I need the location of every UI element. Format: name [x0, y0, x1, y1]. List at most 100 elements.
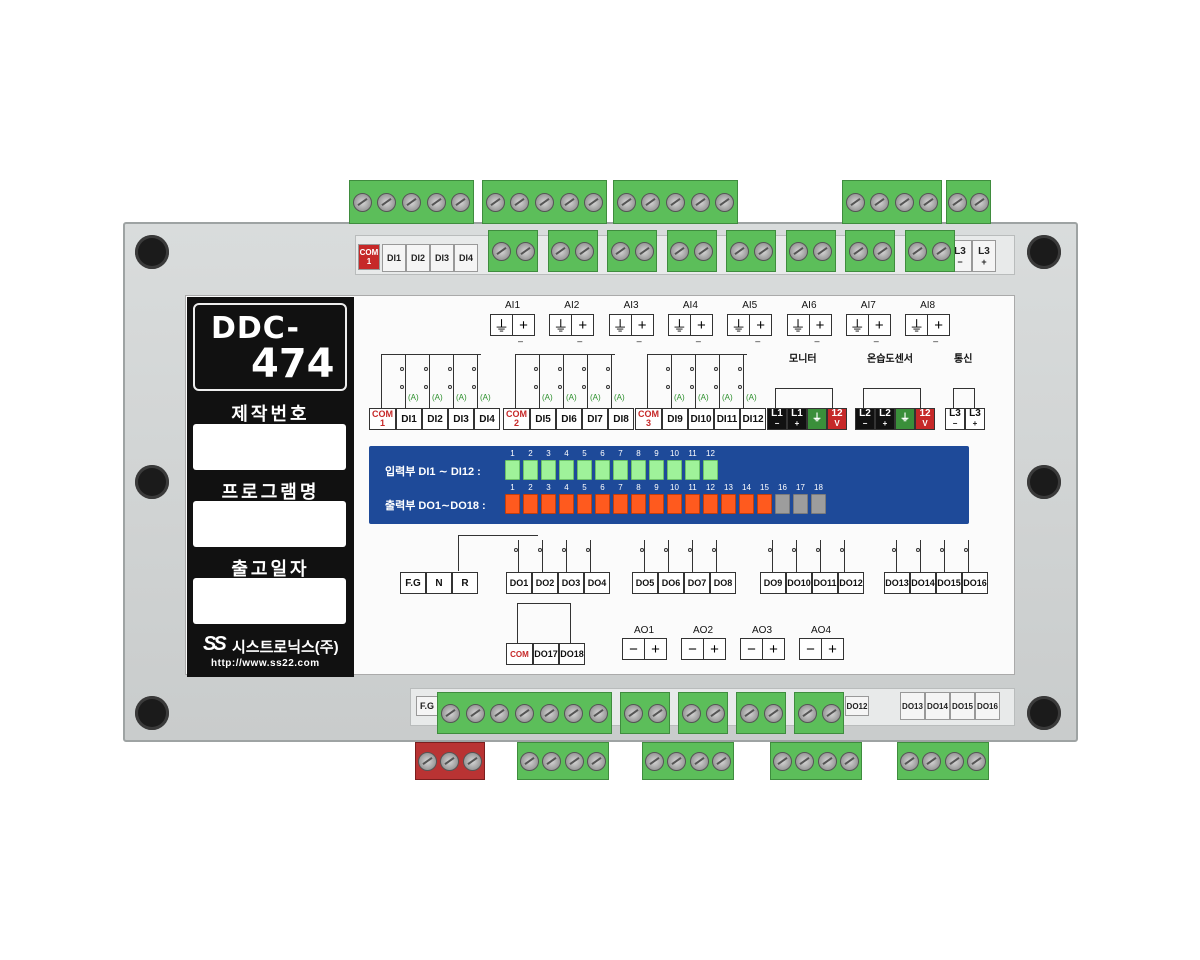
terminal-plug[interactable]: [845, 230, 895, 272]
do-terminal[interactable]: DO7: [684, 572, 710, 594]
screw-icon: [944, 751, 964, 771]
terminal-plug[interactable]: [349, 180, 474, 224]
di-terminal[interactable]: DI5: [530, 408, 556, 430]
terminal-plug[interactable]: [607, 230, 657, 272]
di-terminal[interactable]: DI2: [422, 408, 448, 430]
terminal-plug[interactable]: [736, 692, 786, 734]
do-terminal[interactable]: DO9: [760, 572, 786, 594]
switch-icon: [400, 367, 404, 371]
di-terminal[interactable]: DI4: [474, 408, 500, 430]
power-terminal-cell[interactable]: N: [426, 572, 452, 594]
di-terminal[interactable]: DI12: [740, 408, 766, 430]
bottom-do-label: DO15: [950, 692, 975, 720]
di-terminal[interactable]: DI7: [582, 408, 608, 430]
terminal-plug[interactable]: [770, 742, 862, 780]
power-plug[interactable]: [415, 742, 485, 780]
aux-terminal[interactable]: L3+: [965, 408, 985, 430]
do-terminal[interactable]: DO11: [812, 572, 838, 594]
ai-terminal[interactable]: ⏚+: [490, 314, 535, 336]
terminal-plug[interactable]: [946, 180, 991, 224]
screw-icon: [665, 192, 685, 212]
screw-icon: [440, 703, 460, 723]
ao-terminal[interactable]: −+: [622, 638, 667, 660]
do-terminal[interactable]: DO10: [786, 572, 812, 594]
di-terminal[interactable]: DI3: [448, 408, 474, 430]
terminal-plug[interactable]: [437, 692, 612, 734]
terminal-plug[interactable]: [547, 230, 598, 272]
do-terminal[interactable]: DO2: [532, 572, 558, 594]
do-terminal[interactable]: DO14: [910, 572, 936, 594]
ai-terminal[interactable]: ⏚+: [905, 314, 951, 336]
aux-terminal[interactable]: L1+: [787, 408, 807, 430]
aux-terminal[interactable]: L3−: [945, 408, 965, 430]
di-terminal[interactable]: DI10: [688, 408, 714, 430]
do-terminal[interactable]: DO16: [962, 572, 988, 594]
input-led-indicator: [541, 460, 556, 480]
aux-wire: [953, 388, 975, 408]
terminal-plug[interactable]: [904, 230, 955, 272]
aux-terminal[interactable]: L1−: [767, 408, 787, 430]
do-terminal[interactable]: DO3: [558, 572, 584, 594]
terminal-plug[interactable]: [794, 692, 844, 734]
aux-terminal[interactable]: L2+: [875, 408, 895, 430]
terminal-plug[interactable]: [897, 742, 989, 780]
aux-terminal[interactable]: ⏚: [807, 408, 827, 430]
terminal-plug[interactable]: [666, 230, 717, 272]
terminal-plug[interactable]: [678, 692, 728, 734]
aux-terminal[interactable]: ⏚: [895, 408, 915, 430]
aux-terminal[interactable]: L2−: [855, 408, 875, 430]
ao-terminal[interactable]: −+: [740, 638, 785, 660]
ai-terminal[interactable]: ⏚+: [786, 314, 832, 336]
terminal-plug[interactable]: [642, 742, 734, 780]
plus-icon: +: [697, 316, 706, 334]
ao-terminal[interactable]: −+: [799, 638, 844, 660]
di-terminal[interactable]: DI6: [556, 408, 582, 430]
do-terminal[interactable]: DO15: [936, 572, 962, 594]
di-terminal[interactable]: DI9: [662, 408, 688, 430]
di-terminal[interactable]: DI8: [608, 408, 634, 430]
power-terminal-cell[interactable]: F.G: [400, 572, 426, 594]
ai-label: AI8: [920, 300, 936, 311]
do-terminal[interactable]: DO12: [838, 572, 864, 594]
ship-date-field[interactable]: [193, 578, 346, 624]
ai-terminal[interactable]: ⏚+: [667, 314, 713, 336]
program-name-field[interactable]: [193, 501, 346, 547]
terminal-plug[interactable]: [488, 230, 538, 272]
ao-terminal[interactable]: −+: [681, 638, 726, 660]
di-terminal[interactable]: DI11: [714, 408, 740, 430]
ai-terminal[interactable]: ⏚+: [549, 314, 595, 336]
terminal-plug[interactable]: [842, 180, 942, 224]
terminal-plug[interactable]: [482, 180, 607, 224]
do-terminal[interactable]: DO17: [533, 643, 559, 665]
do-com-terminal[interactable]: COM: [506, 643, 533, 665]
power-terminal-cell[interactable]: R: [452, 572, 478, 594]
do-terminal[interactable]: DO4: [584, 572, 610, 594]
do-terminal[interactable]: DO13: [884, 572, 910, 594]
di-terminal[interactable]: DI1: [396, 408, 422, 430]
do-terminal[interactable]: DO1: [506, 572, 532, 594]
terminal-plug[interactable]: [785, 230, 836, 272]
ai-terminal[interactable]: ⏚+: [727, 314, 773, 336]
terminal-plug[interactable]: [620, 692, 670, 734]
ai-terminal[interactable]: ⏚+: [608, 314, 654, 336]
do-terminal[interactable]: DO6: [658, 572, 684, 594]
do-terminal[interactable]: DO5: [632, 572, 658, 594]
terminal-plug[interactable]: [613, 180, 738, 224]
serial-number-field[interactable]: [193, 424, 346, 470]
minus-icon: –: [695, 336, 701, 346]
di-mode-label: (A): [614, 393, 625, 402]
switch-icon: [816, 548, 820, 552]
do-terminal[interactable]: DO18: [559, 643, 585, 665]
di-wire: [695, 354, 696, 408]
screw-icon: [772, 751, 792, 771]
ai-terminal[interactable]: ⏚+: [845, 314, 891, 336]
do-terminal[interactable]: DO8: [710, 572, 736, 594]
screw-icon: [584, 192, 604, 212]
terminal-plug[interactable]: [726, 230, 776, 272]
terminal-plug[interactable]: [517, 742, 609, 780]
